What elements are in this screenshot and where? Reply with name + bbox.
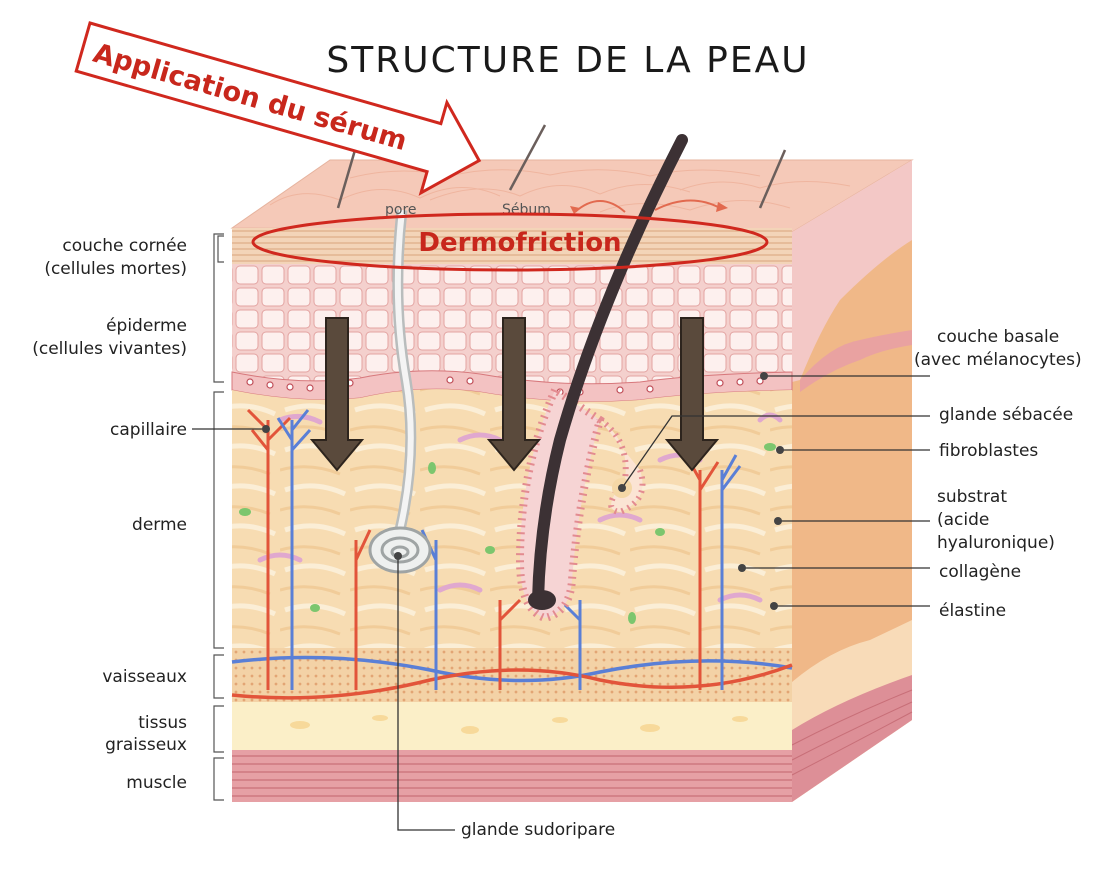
label-substrat: substrat [937,487,1007,507]
label-capillaire: capillaire [110,420,187,440]
penetration-arrows [309,317,720,472]
fibroblast-cells [239,443,776,624]
label-glande-sebacee: glande sébacée [939,405,1073,425]
label-muscle: muscle [126,773,187,793]
muscle-layer [232,750,792,802]
dermofriction-label: Dermofriction [418,228,621,258]
label-cellules-mortes: (cellules mortes) [44,259,187,279]
diagram-title: STRUCTURE DE LA PEAU [326,40,809,81]
surface-hairs [336,124,787,209]
surface-texture [269,169,851,213]
application-arrow: Application du sérum [74,21,482,196]
label-vaisseaux: vaisseaux [102,667,187,687]
label-hyaluronique: hyaluronique) [937,533,1055,553]
label-glande-sudoripare: glande sudoripare [461,820,615,840]
left-brackets [213,233,224,801]
label-couche-basale: couche basale [937,327,1059,347]
hair-follicle [515,134,688,623]
label-epiderme: épiderme [106,316,187,336]
dermofriction-ellipse [251,212,769,272]
capillaire-dot [262,425,270,433]
label-cellules-vivantes: (cellules vivantes) [32,339,187,359]
stratum-corneum [232,228,792,264]
label-melanocytes: (avec mélanocytes) [914,350,1082,370]
pore-label: pore [385,202,417,218]
glande-sebacee-leader [621,415,930,489]
label-elastine: élastine [939,601,1006,621]
label-graisseux: graisseux [105,735,187,755]
label-derme: derme [132,515,187,535]
sweat-gland [368,209,432,574]
fat-cells [290,715,748,734]
blood-vessels [231,408,793,700]
label-collagene: collagène [939,562,1021,582]
label-couche-cornee: couche cornée [62,236,187,256]
label-fibroblastes: fibroblastes [939,441,1038,461]
dermis-layer [232,389,792,648]
glande-sudoripare-leader [397,556,455,831]
label-tissus: tissus [138,713,187,733]
label-acide: (acide [937,510,989,530]
fat-layer [232,702,792,750]
